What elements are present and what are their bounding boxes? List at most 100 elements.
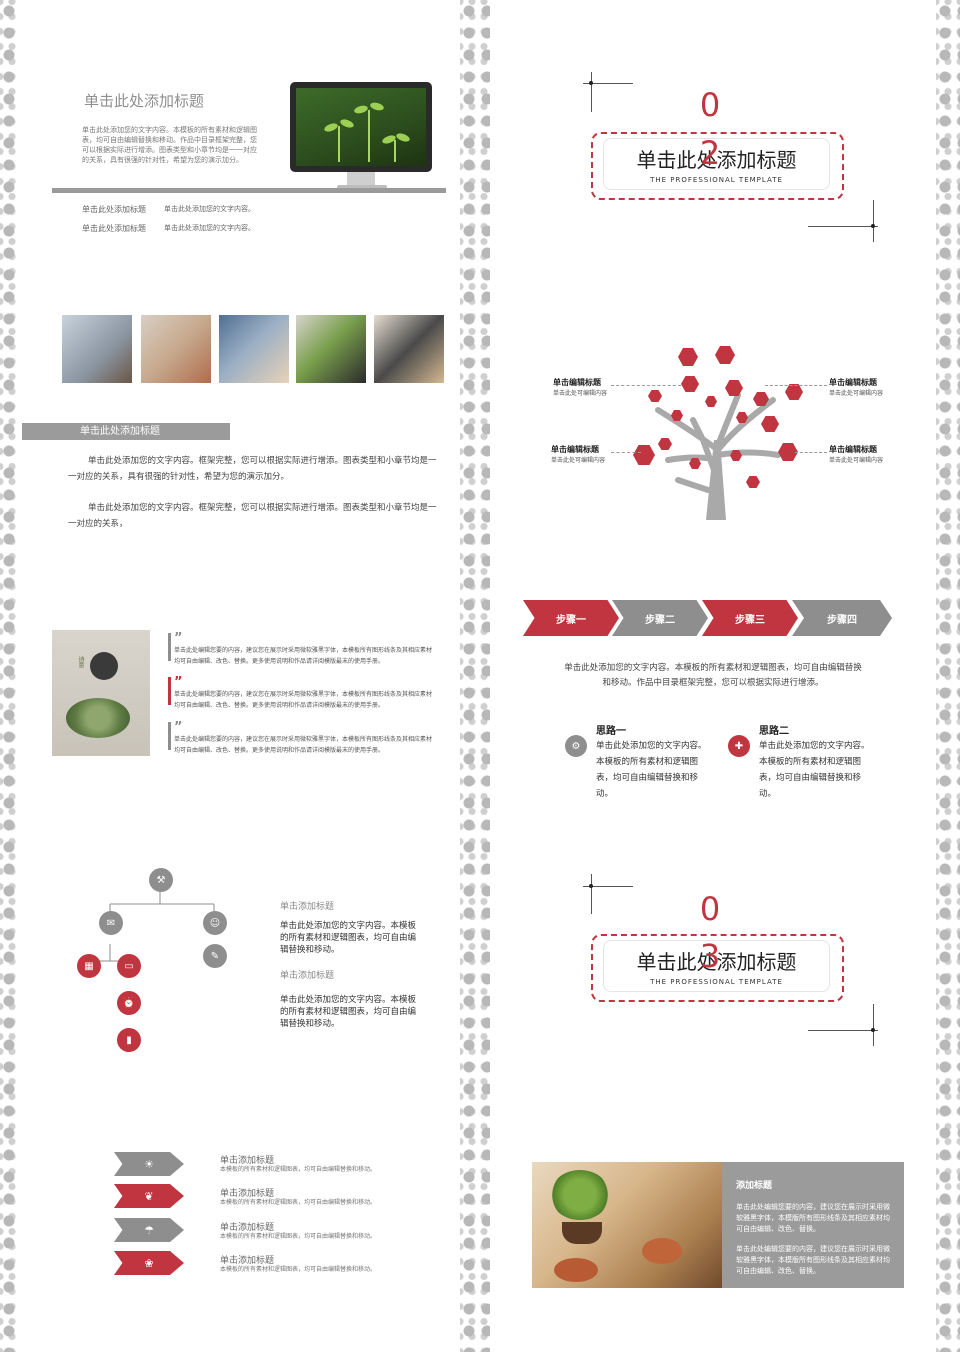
item-title: 单击添加标题 bbox=[220, 1256, 275, 1266]
section-title: 单击此处添加标题 bbox=[636, 950, 797, 974]
step-chevron-1: 步骤一 bbox=[523, 600, 619, 636]
section-number-top: 0 bbox=[699, 890, 721, 928]
section-title: 单击此处添加标题 bbox=[636, 148, 797, 172]
slide-tree[interactable]: 单击编辑标题 单击此处可编辑内容 单击编辑标题 单击此处可编辑内容 单击编辑标题… bbox=[493, 280, 929, 536]
tree-hex bbox=[761, 416, 779, 432]
quote-mark-icon: ” bbox=[174, 720, 183, 735]
photo-succulent: 诗意 bbox=[52, 630, 150, 756]
slide-quotes[interactable]: 诗意 ” 单击此处编辑您要的内容，建议您在展示时采用微软雅黑字体，本模板所有图形… bbox=[22, 547, 454, 803]
tree-label-top-left: 单击编辑标题 单击此处可编辑内容 bbox=[553, 377, 607, 397]
umbrella-icon: ☂ bbox=[114, 1218, 184, 1242]
deco-line bbox=[591, 72, 592, 112]
step-chevron-2: 步骤二 bbox=[612, 600, 708, 636]
leader-line bbox=[765, 385, 827, 386]
slide-steps[interactable]: 步骤一 步骤二 步骤三 步骤四 单击此处添加您的文字内容。本模板的所有素材和逻辑… bbox=[493, 547, 929, 803]
deco-dot bbox=[871, 1028, 875, 1032]
mail-icon: ✉ bbox=[99, 911, 123, 935]
label-title: 单击编辑标题 bbox=[829, 378, 877, 387]
leader-line bbox=[611, 452, 641, 453]
row-label: 单击此处添加标题 bbox=[82, 224, 146, 233]
photo-phone bbox=[374, 315, 444, 383]
deco-line bbox=[591, 874, 592, 914]
tree-hex bbox=[681, 376, 699, 392]
slide-section-03[interactable]: 单击此处添加标题 THE PROFESSIONAL TEMPLATE 0 3 bbox=[493, 816, 929, 1072]
deco-dot bbox=[871, 224, 875, 228]
gamepad-icon: ✚ bbox=[728, 735, 750, 757]
tree-hex bbox=[633, 445, 655, 465]
tree-trunk-graphic bbox=[655, 392, 781, 520]
tree-hex bbox=[778, 443, 798, 461]
deco-dot bbox=[589, 81, 593, 85]
intro-text: 单击此处添加您的文字内容。本模板的所有素材和逻辑图表，均可自由编辑替换和移动。作… bbox=[564, 663, 862, 688]
label-title: 单击编辑标题 bbox=[551, 445, 599, 454]
row-text: 单击此处添加您的文字内容。 bbox=[164, 205, 255, 213]
text-panel: 添加标题 单击此处编辑您要的内容，建议您在展示时采用微软雅黑字体，本模版所有图形… bbox=[722, 1162, 904, 1288]
paragraph: 单击此处添加您的文字内容。框架完整，您可以根据实际进行增添。图表类型和小章节均是… bbox=[68, 456, 437, 482]
section-title-card: 单击此处添加标题 THE PROFESSIONAL TEMPLATE bbox=[603, 940, 830, 992]
photo-laptop-glasses bbox=[62, 315, 132, 383]
paragraph: 单击此处添加您的文字内容。框架完整，您可以根据实际进行增添。图表类型和小章节均是… bbox=[68, 503, 437, 529]
item-title: 单击添加标题 bbox=[220, 1223, 275, 1233]
tree-hex bbox=[753, 392, 769, 406]
quote-text: 单击此处编辑您要的内容，建议您在展示时采用微软雅黑字体，本模板所有图形线条及其相… bbox=[174, 691, 433, 709]
tree-hex bbox=[705, 396, 717, 407]
tree-hex bbox=[648, 390, 662, 402]
label-sub: 单击此处可编辑内容 bbox=[553, 390, 608, 397]
photo-teapot-plant bbox=[532, 1162, 722, 1288]
photo-plant-desk bbox=[296, 315, 366, 383]
idea-title: 思路二 bbox=[759, 726, 789, 737]
deco-line bbox=[873, 1004, 874, 1046]
slide-section-02[interactable]: 单击此处添加标题 THE PROFESSIONAL TEMPLATE 0 2 bbox=[493, 10, 929, 268]
block-title: 单击添加标题 bbox=[280, 971, 335, 981]
item-text: 本模板的所有素材和逻辑图表，均可自由编辑替换和移动。 bbox=[220, 1233, 377, 1240]
tree-hex bbox=[658, 438, 672, 450]
bonsai-foliage bbox=[550, 1170, 610, 1220]
panel-title: 添加标题 bbox=[736, 1181, 773, 1191]
block-text: 单击此处添加您的文字内容。本模板的所有素材和逻辑图表，均可自由编辑替换和移动。 bbox=[280, 921, 417, 955]
slide-1[interactable]: 单击此处添加标题 单击此处添加您的文字内容。本模板的所有素材和逻辑图表，均可自由… bbox=[22, 10, 454, 268]
decor-strip-left bbox=[0, 0, 20, 1352]
tree-hex bbox=[730, 450, 742, 461]
section-number-bottom: 2 bbox=[699, 134, 721, 172]
deco-line bbox=[583, 83, 633, 84]
slide-3[interactable]: 单击此处添加标题 单击此处添加您的文字内容。框架完整，您可以根据实际进行增添。图… bbox=[22, 280, 454, 536]
label-sub: 单击此处可编辑内容 bbox=[829, 390, 884, 397]
user-icon: ☺ bbox=[203, 911, 227, 935]
section-frame bbox=[591, 132, 844, 200]
idea-text: 单击此处添加您的文字内容。本模板的所有素材和逻辑图表，均可自由编辑替换和移动。 bbox=[596, 741, 707, 799]
monitor-stand bbox=[347, 172, 375, 186]
slide-arrow-list[interactable]: ☀ 单击添加标题 本模板的所有素材和逻辑图表，均可自由编辑替换和移动。 ❦ 单击… bbox=[22, 1084, 454, 1342]
pencil-icon: ✎ bbox=[203, 944, 227, 968]
monitor-base bbox=[337, 185, 387, 190]
tree-hex bbox=[736, 412, 748, 423]
slide-photo-text[interactable]: 添加标题 单击此处编辑您要的内容，建议您在展示时采用微软雅黑字体，本模版所有图形… bbox=[493, 1084, 929, 1342]
slide-title-band: 单击此处添加标题 bbox=[22, 423, 230, 440]
panel-text: 单击此处编辑您要的内容，建议您在展示时采用微软雅黑字体，本模版所有图形线条及其相… bbox=[736, 1203, 890, 1233]
quote-mark-icon: ” bbox=[174, 675, 183, 690]
slide-orgchart[interactable]: ⚒ ✉ ☺ ✎ ▦ ▭ ⏰ ▮ 单击添加标题 单击此处添加您的文字内容。本模板的… bbox=[22, 816, 454, 1072]
item-title: 单击添加标题 bbox=[220, 1189, 275, 1199]
label-sub: 单击此处可编辑内容 bbox=[829, 457, 884, 464]
alarm-icon: ⏰ bbox=[117, 991, 141, 1015]
row-label: 单击此处添加标题 bbox=[82, 205, 146, 214]
tree-hex bbox=[671, 410, 683, 421]
lotus-pod-icon bbox=[90, 652, 118, 680]
deco-line bbox=[583, 886, 633, 887]
deco-line bbox=[808, 1030, 878, 1031]
quote-bar bbox=[168, 677, 171, 705]
tree-label-bottom-right: 单击编辑标题 单击此处可编辑内容 bbox=[829, 444, 883, 464]
item-text: 本模板的所有素材和逻辑图表，均可自由编辑替换和移动。 bbox=[220, 1166, 377, 1173]
teapot bbox=[642, 1238, 682, 1264]
teapot bbox=[554, 1258, 598, 1282]
tree-hex bbox=[725, 380, 743, 396]
idea-text: 单击此处添加您的文字内容。本模板的所有素材和逻辑图表，均可自由编辑替换和移动。 bbox=[759, 741, 870, 799]
bar-chart-icon: ▮ bbox=[117, 1028, 141, 1052]
quote-bar bbox=[168, 633, 171, 661]
deco-line bbox=[808, 226, 878, 227]
panel-text: 单击此处编辑您要的内容，建议您在展示时采用微软雅黑字体，本模版所有图形线条及其相… bbox=[736, 1245, 890, 1275]
block-title: 单击添加标题 bbox=[280, 902, 335, 912]
gear-icon: ⚙ bbox=[565, 735, 587, 757]
label-title: 单击编辑标题 bbox=[553, 378, 601, 387]
decor-strip-middle bbox=[460, 0, 490, 1352]
step-chevron-4: 步骤四 bbox=[792, 600, 892, 636]
